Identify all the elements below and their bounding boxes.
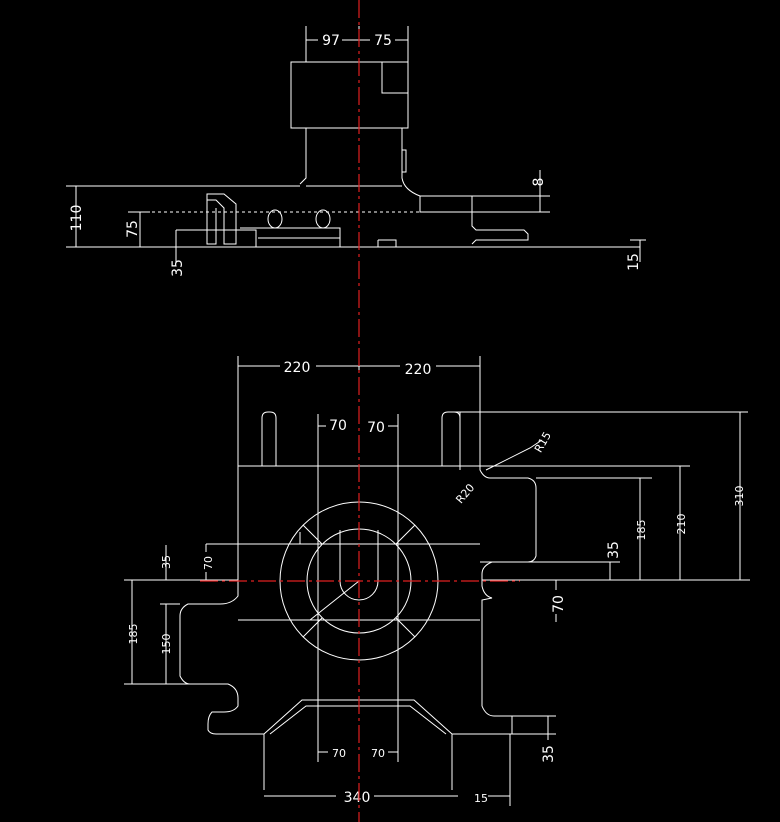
column-slot [402, 149, 407, 173]
dim-70-top-left: 70 [329, 418, 347, 434]
bolt-hole-right [315, 209, 331, 229]
radius-leader [309, 580, 360, 621]
right-lower-block [494, 715, 513, 735]
dim-35-left: 35 [160, 555, 173, 569]
upper-block-outline [290, 61, 409, 129]
dim-15-bottom: 15 [474, 792, 488, 805]
column-outline [299, 128, 540, 197]
upper-block-notch [381, 62, 408, 94]
dim-line-75-side [128, 211, 150, 247]
dim-35-right: 35 [606, 541, 622, 559]
left-body-outline [179, 466, 264, 735]
dim-185-left: 185 [127, 624, 140, 645]
dim-line-8 [539, 170, 550, 213]
dim-line-35-bottom [512, 715, 556, 740]
lower-trapezoid-inner [269, 705, 447, 735]
right-ext-lines [480, 465, 690, 563]
base-step [419, 196, 548, 213]
dim-150-left: 150 [160, 634, 173, 655]
base-lower-step [471, 212, 529, 245]
elevation-view [66, 61, 640, 248]
dim-line-15 [630, 239, 646, 262]
ring-spokes [302, 524, 416, 638]
dim-220-right: 220 [405, 362, 432, 378]
inner-square [238, 466, 480, 700]
dim-line-340-15 [264, 734, 511, 806]
dim-35-bottom: 35 [541, 745, 557, 763]
dim-70-left: 70 [202, 556, 215, 570]
dim-8: 8 [531, 178, 547, 187]
bottom-boss [377, 239, 397, 247]
dim-97: 97 [322, 33, 340, 49]
dim-210-right: 210 [675, 514, 688, 535]
center-slot [339, 530, 379, 601]
leader-r15 [485, 439, 543, 471]
dim-70-top-right: 70 [367, 420, 385, 436]
dim-15: 15 [626, 253, 642, 271]
dim-line-70-bottom [317, 700, 399, 762]
dim-110: 110 [69, 205, 85, 232]
dim-70-bottom-left: 70 [332, 747, 346, 760]
bolt-hole-left [267, 209, 283, 229]
dim-line-70-top [317, 414, 399, 466]
center-axes [200, 0, 520, 822]
dim-line-70-left [205, 543, 238, 580]
left-clamp [206, 193, 237, 245]
dim-line-35-left [160, 545, 180, 605]
dim-35-side: 35 [170, 259, 186, 277]
dim-75-side: 75 [125, 220, 141, 238]
dim-75-top: 75 [374, 33, 392, 49]
dim-340: 340 [344, 790, 371, 806]
elevation-dimensions: 97 75 110 75 35 8 15 [66, 26, 646, 277]
dim-line-110 [66, 185, 90, 248]
dim-220-left: 220 [284, 360, 311, 376]
dim-70-right: 70 [551, 595, 567, 613]
dim-line-185-left [124, 580, 190, 685]
dim-70-bottom-right: 70 [371, 747, 385, 760]
dim-185-right: 185 [635, 520, 648, 541]
dim-310-right: 310 [733, 486, 746, 507]
lower-trapezoid [263, 699, 500, 790]
